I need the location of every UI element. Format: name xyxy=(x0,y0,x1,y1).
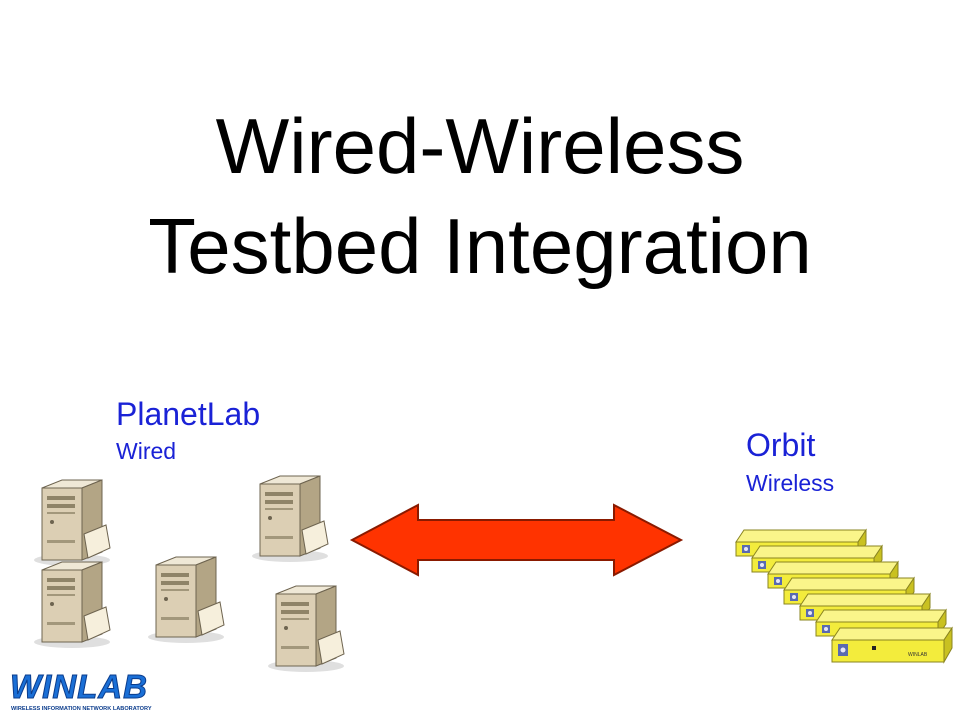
orbit-sublabel: Wireless xyxy=(746,470,835,496)
planetlab-label: PlanetLab xyxy=(116,396,261,432)
server-tower-icon xyxy=(33,479,111,567)
winlab-logo: WINLAB WIRELESS INFORMATION NETWORK LABO… xyxy=(10,668,152,712)
logo-subtitle: WIRELESS INFORMATION NETWORK LABORATORY xyxy=(11,706,152,712)
title-line-2: Testbed Integration xyxy=(148,202,812,290)
double-headed-arrow-icon xyxy=(349,503,684,577)
server-tower-icon xyxy=(251,475,329,563)
orbit-nodes: WINLAB xyxy=(735,529,953,664)
orbit-label: Orbit xyxy=(746,427,816,463)
logo-wordmark: WINLAB xyxy=(10,668,148,705)
device-badge: WINLAB xyxy=(908,652,928,658)
title-line-1: Wired-Wireless xyxy=(215,102,745,190)
server-tower-icon xyxy=(267,585,345,673)
server-tower-icon xyxy=(33,561,111,649)
planetlab-sublabel: Wired xyxy=(116,438,177,464)
server-tower-icon xyxy=(147,556,225,644)
planetlab-servers xyxy=(33,475,345,673)
slide-title: Wired-Wireless Testbed Integration xyxy=(0,96,960,296)
orbit-radio-node-icon-front: WINLAB xyxy=(831,626,953,664)
